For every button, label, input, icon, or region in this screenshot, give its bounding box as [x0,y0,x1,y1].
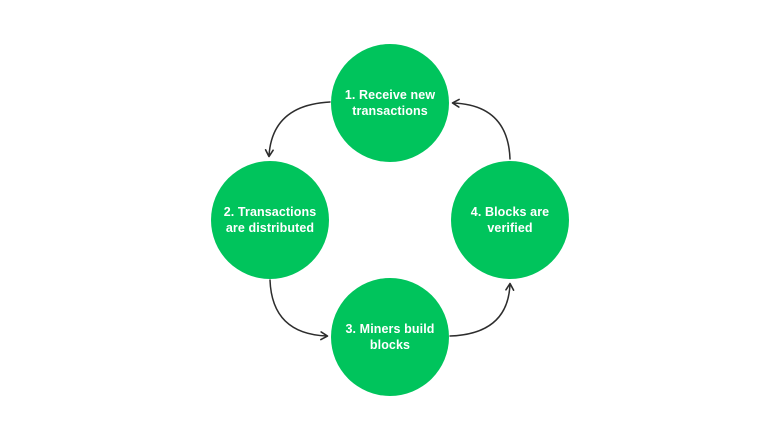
node-receive-new-transactions: 1. Receive new transactions [331,44,449,162]
node-label-line: verified [487,221,533,235]
arrow-3-to-4-icon [449,282,515,337]
node-label-line: blocks [369,338,411,352]
arrow-1-to-2-icon [264,101,331,158]
node-label-line: 4. Blocks are [470,205,550,219]
node-label-line: 3. Miners build [345,322,435,336]
node-label-line: 1. Receive new [344,88,436,102]
node-label-line: are distributed [225,221,315,235]
arrow-4-to-1-icon [451,98,511,160]
node-label-line: 2. Transactions [223,205,317,219]
arrow-2-to-3-icon [269,279,329,341]
node-label-line: transactions [352,104,428,118]
node-blocks-verified: 4. Blocks are verified [451,161,569,279]
node-transactions-distributed: 2. Transactions are distributed [211,161,329,279]
node-miners-build-blocks: 3. Miners build blocks [331,278,449,396]
